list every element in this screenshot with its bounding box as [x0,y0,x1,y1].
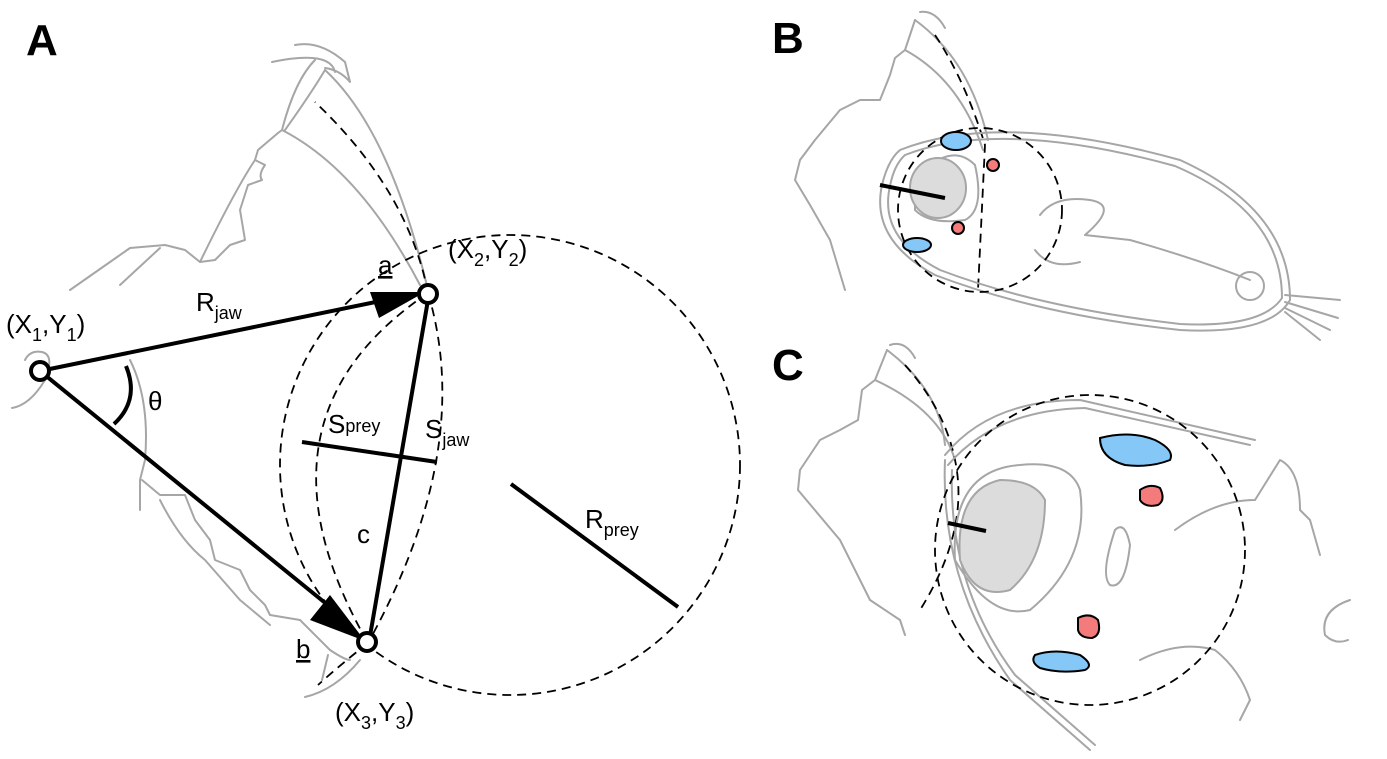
vector-a-label: a [378,250,393,280]
jaw-arc-dashed-b [934,34,986,291]
panel-c: C [772,341,1351,751]
blue-marker-c-top [1098,433,1172,467]
r-jaw-label: Rjaw [196,287,243,323]
point-2-label: (X2,Y2) [448,234,527,270]
vector-a-arrowhead [370,292,425,318]
point-3-label: (X3,Y3) [335,697,414,733]
point-2-node [417,283,439,305]
prey-eye-c [958,478,1047,593]
chord-c-line [368,299,430,637]
s-prey-label: Sprey [328,409,380,439]
red-marker-b-bottom [951,221,965,235]
chord-c-label: c [357,519,370,549]
blue-marker-c-bottom [1032,650,1090,673]
point-3-node [356,631,378,653]
point-1-label: (X1,Y1) [6,309,85,345]
vector-b-label: b [296,634,310,664]
red-marker-c-top [1139,484,1164,507]
red-marker-b-top [986,158,1000,172]
point-1-node [29,360,51,382]
predator-jaw-outline-b [794,10,989,291]
blue-marker-b-top [940,131,972,151]
panel-label-c: C [772,341,804,390]
panel-label-a: A [26,16,58,65]
jaw-outline-lower [11,350,361,698]
vector-a-line [39,296,396,373]
red-marker-c-bottom [1077,614,1101,640]
r-prey-line [509,482,680,609]
s-jaw-label: Sjaw [425,414,470,450]
jaw-reach-circle-c [934,394,1246,706]
jaw-arc-dashed-c [904,364,960,611]
angle-theta-arc [112,365,133,426]
measure-line-b [879,183,946,200]
vector-b-arrowhead [310,595,365,641]
prey-eye-b [909,157,967,219]
panel-a: A [6,16,741,733]
jaw-reach-circle-b [897,127,1063,293]
panel-b: B [772,10,1341,341]
jaw-arc-dashed [314,101,429,294]
prey-body-outline-c [943,399,1351,751]
prey-circle-outline [279,234,741,696]
measure-line-c [947,521,987,533]
prey-chord-arc-dashed [367,292,444,644]
jaw-sweep-arc-dashed [315,292,429,644]
blue-marker-b-bottom [902,237,932,253]
jaw-outline-upper [69,43,429,291]
prey-body-outline-b [879,131,1341,341]
s-prey-line [301,440,438,464]
panel-label-b: B [772,14,804,63]
vector-b-line [38,369,342,617]
r-prey-label: Rprey [585,504,639,540]
theta-label: θ [148,386,162,416]
